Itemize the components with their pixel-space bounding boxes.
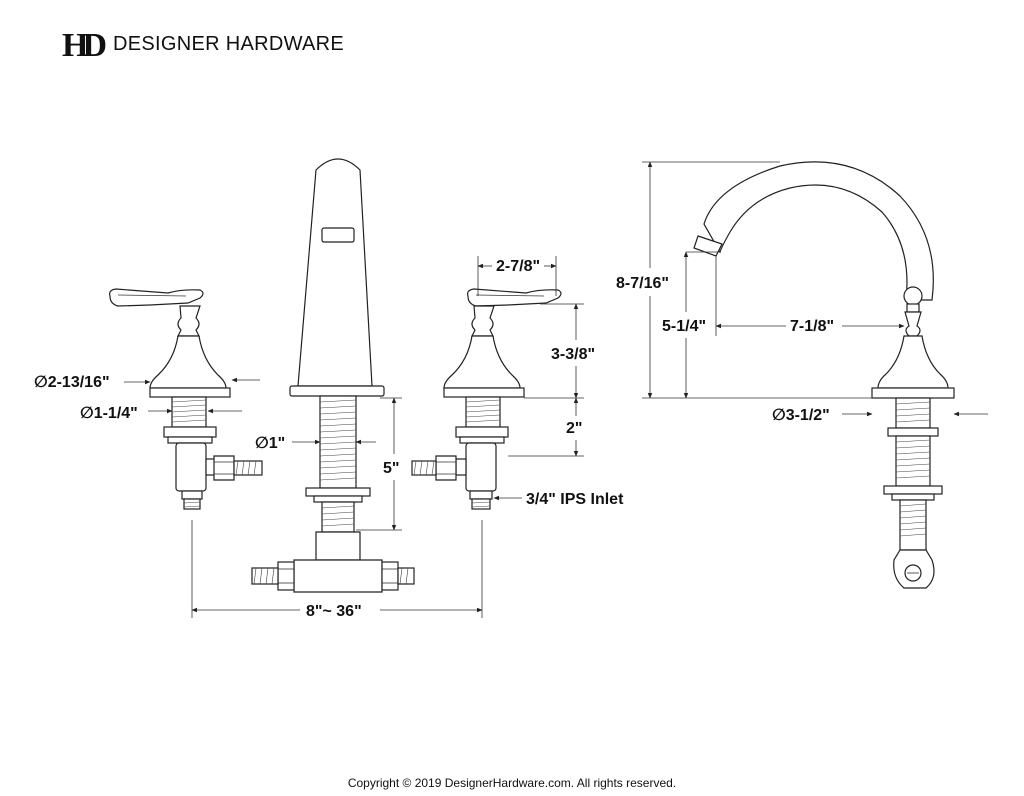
dim-spout-reach: 7-1/8" xyxy=(790,318,834,335)
spout-side-view xyxy=(693,161,955,589)
dim-spout-base-diameter: ∅3-1/2" xyxy=(772,407,830,424)
left-handle-valve xyxy=(109,288,263,510)
logo-monogram: HD xyxy=(62,27,105,64)
brand-name: DESIGNER HARDWARE xyxy=(113,33,344,55)
dim-spout-clearance: 5-1/4" xyxy=(662,318,706,335)
brand-logo: HD xyxy=(62,27,111,64)
dim-valve-height: 2" xyxy=(566,420,582,437)
dim-escutcheon-diameter: ∅2-13/16" xyxy=(34,374,110,391)
dim-spout-shank-diameter: ∅1" xyxy=(255,435,285,452)
copyright-notice: Copyright © 2019 DesignerHardware.com. A… xyxy=(348,776,676,790)
dim-spout-height: 8-7/16" xyxy=(616,275,669,292)
dim-shank-diameter: ∅1-1/4" xyxy=(80,405,138,422)
dim-inlet: 3/4" IPS Inlet xyxy=(526,491,624,508)
center-spout xyxy=(251,158,415,593)
dim-spread: 8"~ 36" xyxy=(306,603,362,620)
dim-shank-length: 5" xyxy=(383,460,399,477)
right-handle-valve xyxy=(411,288,562,510)
dim-handle-width: 2-7/8" xyxy=(496,258,540,275)
dimension-lines xyxy=(124,161,988,618)
dim-handle-height: 3-3/8" xyxy=(551,346,595,363)
